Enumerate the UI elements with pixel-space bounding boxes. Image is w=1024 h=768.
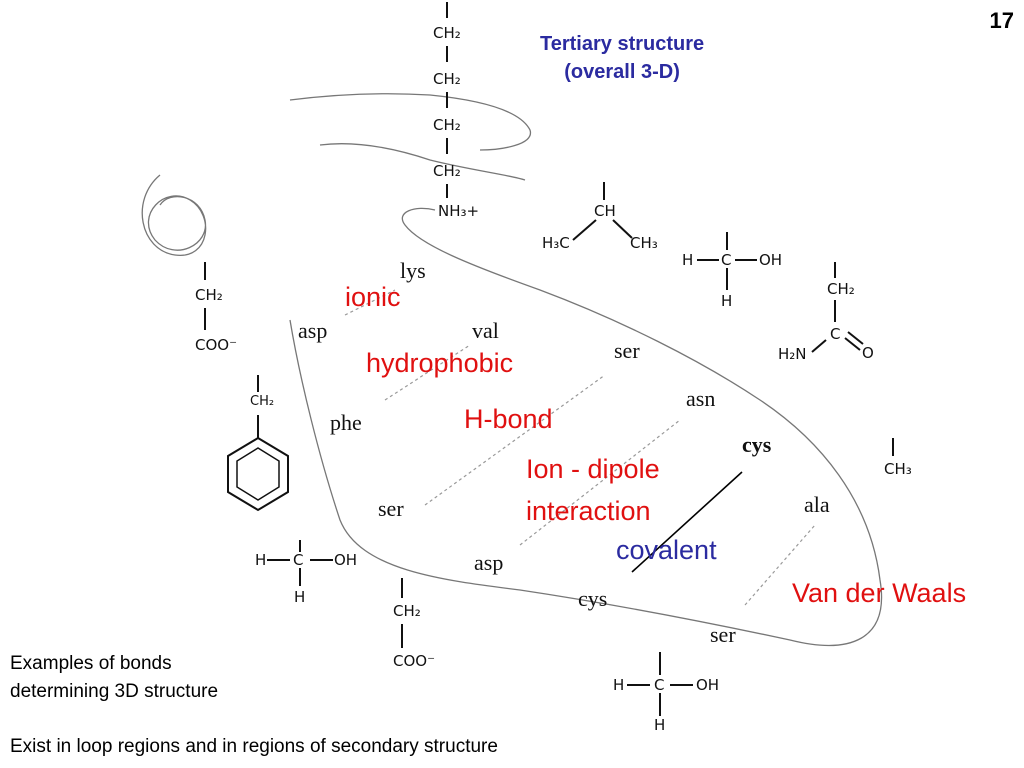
- val-ch: CH: [594, 202, 616, 220]
- asn-o: O: [862, 344, 874, 362]
- residue-ser-2: ser: [378, 496, 404, 521]
- bond-iondipole-1: Ion - dipole: [526, 454, 660, 484]
- ser-left-h2: H: [294, 588, 306, 606]
- strand-1: [289, 93, 531, 151]
- bond-iondipole-2: interaction: [526, 496, 651, 526]
- slide-title: Tertiary structure (overall 3-D): [540, 30, 704, 86]
- backbone-loop: [289, 207, 883, 647]
- residue-asp: asp: [298, 318, 328, 343]
- residue-cys-2: cys: [578, 586, 608, 611]
- asn-c: C: [830, 325, 841, 343]
- residue-val: val: [472, 318, 499, 343]
- asp-coo: COO⁻: [195, 336, 238, 354]
- ser-right-h: H: [682, 251, 694, 269]
- phe-ch2: CH₂: [250, 394, 275, 409]
- covalent-line: [631, 471, 743, 573]
- lys-ch2-3: CH₂: [433, 116, 461, 134]
- hbond-dash: [424, 374, 606, 506]
- residue-ser-3: ser: [710, 622, 736, 647]
- backbone-coil: [141, 174, 207, 256]
- ser-left-h: H: [255, 551, 267, 569]
- lys-ch2-2: CH₂: [433, 70, 461, 88]
- ser-bottom-h: H: [613, 676, 625, 694]
- bond-vdw: Van der Waals: [792, 578, 967, 608]
- ser-bottom-oh: OH: [696, 676, 720, 694]
- caption-line-1: Examples of bonds: [10, 653, 172, 674]
- bond-covalent: covalent: [616, 535, 717, 565]
- footer-note: Exist in loop regions and in regions of …: [10, 736, 498, 757]
- bond-ionic: ionic: [345, 282, 401, 312]
- residue-ser-1: ser: [614, 338, 640, 363]
- ser-right-oh: OH: [759, 251, 783, 269]
- hydrophobic-dash: [384, 344, 471, 401]
- residue-ala: ala: [804, 492, 830, 517]
- lys-nh3: NH₃+: [438, 202, 480, 220]
- residue-asp-2: asp: [474, 550, 504, 575]
- asp-ch2: CH₂: [195, 286, 223, 304]
- page-number: 17: [989, 8, 1014, 33]
- asn-h2n: H₂N: [778, 345, 807, 363]
- strand-2: [319, 143, 526, 181]
- ser-bottom-h2: H: [654, 716, 666, 734]
- val-ch3: CH₃: [630, 234, 658, 252]
- title-line-1: Tertiary structure: [540, 33, 705, 55]
- bond-hydrophobic: hydrophobic: [366, 348, 514, 378]
- lys-ch2-1: CH₂: [433, 24, 461, 42]
- bond-hbond: H-bond: [464, 404, 553, 434]
- iondipole-dash: [519, 419, 681, 546]
- val-h3c: H₃C: [542, 234, 570, 252]
- residue-cys-1: cys: [742, 432, 772, 457]
- lys-ch2-4: CH₂: [433, 162, 461, 180]
- asn-ch2: CH₂: [827, 280, 855, 298]
- residue-phe: phe: [330, 410, 362, 435]
- residue-lys: lys: [400, 258, 426, 283]
- ser-right-c: C: [721, 251, 732, 269]
- ser-left-c: C: [293, 551, 304, 569]
- caption: Examples of bonds determining 3D structu…: [10, 650, 218, 706]
- ser-left-oh: OH: [334, 551, 358, 569]
- residue-asn: asn: [686, 386, 716, 411]
- asp2-coo: COO⁻: [393, 652, 436, 670]
- ser-bottom-c: C: [654, 676, 665, 694]
- ala-ch3: CH₃: [884, 460, 912, 478]
- asp2-ch2: CH₂: [393, 602, 421, 620]
- title-line-2: (overall 3-D): [564, 61, 680, 83]
- ser-right-h2: H: [721, 292, 733, 310]
- caption-line-2: determining 3D structure: [10, 681, 219, 702]
